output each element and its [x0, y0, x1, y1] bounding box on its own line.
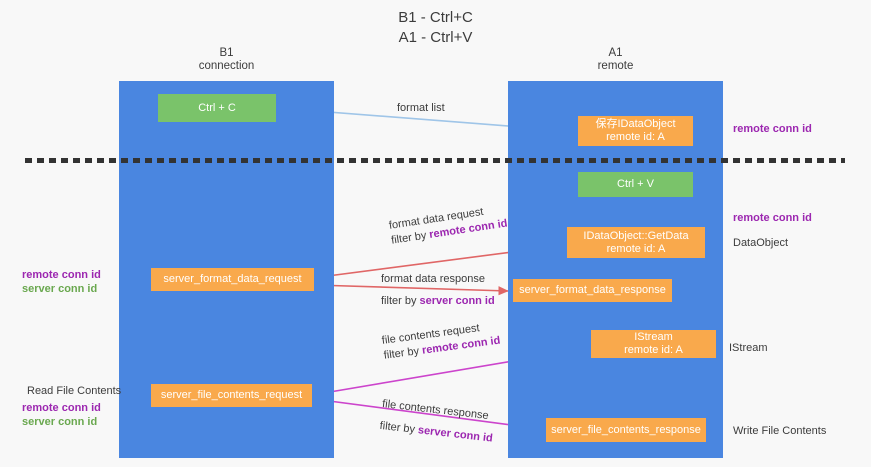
page-title: B1 - Ctrl+C A1 - Ctrl+V [0, 8, 871, 48]
node-server-file-contents-request-label: server_file_contents_request [160, 389, 303, 401]
node-istream[interactable]: IStream remote id: A [591, 330, 716, 358]
annotation-left-conn-ids-2: remote conn id server conn id [22, 401, 101, 429]
node-server-file-contents-request[interactable]: server_file_contents_request [151, 384, 312, 407]
annotation-dataobject: DataObject [733, 236, 788, 250]
annotation-left-remote-conn-id-1: remote conn id [22, 269, 101, 281]
lane-header-b1: B1 connection [119, 47, 334, 73]
arrow-file-contents-response [313, 398, 543, 433]
annotation-remote-conn-id-mid-text: remote conn id [733, 212, 812, 224]
lane-header-b1-sub: connection [198, 60, 255, 72]
node-server-format-data-request-label: server_format_data_request [163, 273, 302, 285]
filter-prefix: filter by [381, 295, 420, 307]
annotation-remote-conn-id-top: remote conn id [733, 122, 812, 136]
edge-label-format-data-response-line1: format data response [381, 273, 485, 285]
node-ctrl-c-label: Ctrl + C [198, 101, 236, 114]
annotation-read-file-contents: Read File Contents [27, 384, 121, 398]
annotation-left-server-conn-id-2: server conn id [22, 416, 98, 428]
annotation-remote-conn-id-mid: remote conn id [733, 211, 812, 225]
node-server-format-data-response-label: server_format_data_response [519, 284, 666, 296]
edge-label-format-list-text: format list [397, 102, 445, 114]
node-server-format-data-request[interactable]: server_format_data_request [151, 268, 314, 291]
node-ctrl-v[interactable]: Ctrl + V [578, 172, 693, 197]
filter-prefix: filter by [379, 419, 419, 437]
node-istream-line1: IStream [634, 331, 673, 343]
lane-header-a1-name: A1 [608, 47, 623, 59]
annotation-write-file-contents: Write File Contents [733, 424, 826, 438]
node-idataobject-getdata-line1: IDataObject::GetData [583, 229, 689, 242]
edge-label-format-data-response-filter: filter by server conn id [381, 294, 495, 309]
edge-label-format-data-response: format data response filter by server co… [381, 272, 495, 309]
node-idataobject-getdata[interactable]: IDataObject::GetData remote id: A [567, 227, 705, 258]
node-ctrl-v-label: Ctrl + V [617, 178, 654, 190]
page-title-line1: B1 - Ctrl+C [398, 9, 473, 26]
node-istream-line2: remote id: A [624, 344, 683, 356]
edge-label-format-list: format list [397, 101, 445, 116]
annotation-left-server-conn-id-1: server conn id [22, 283, 98, 295]
node-save-idataobject-line2: remote id: A [606, 131, 665, 143]
annotation-dataobject-text: DataObject [733, 237, 789, 249]
node-server-file-contents-response-label: server_file_contents_response [551, 423, 701, 436]
annotation-left-remote-conn-id-2: remote conn id [22, 402, 101, 414]
annotation-write-file-contents-text: Write File Contents [733, 425, 827, 437]
annotation-remote-conn-id-top-text: remote conn id [733, 123, 812, 135]
page-title-line2: A1 - Ctrl+V [398, 29, 473, 46]
node-save-idataobject-line1: 保存IDataObject [595, 118, 676, 130]
arrow-format-data-response [314, 284, 509, 296]
node-server-file-contents-response[interactable]: server_file_contents_response [546, 418, 706, 442]
lane-header-a1-sub: remote [597, 60, 634, 72]
filter-prefix: filter by [383, 344, 423, 362]
node-ctrl-c[interactable]: Ctrl + C [158, 94, 276, 122]
lane-header-a1: A1 remote [508, 47, 723, 73]
annotation-left-conn-ids-1: remote conn id server conn id [22, 268, 101, 296]
annotation-istream-text: IStream [729, 342, 768, 354]
section-divider-dashed [25, 158, 845, 163]
filter-key-server-conn-id: server conn id [419, 295, 495, 307]
node-save-idataobject[interactable]: 保存IDataObject remote id: A [578, 116, 693, 146]
node-idataobject-getdata-line2: remote id: A [606, 242, 666, 255]
lane-header-b1-name: B1 [219, 47, 234, 59]
annotation-istream: IStream [729, 341, 768, 355]
annotation-read-file-contents-text: Read File Contents [27, 385, 122, 397]
node-server-format-data-response[interactable]: server_format_data_response [513, 279, 672, 302]
